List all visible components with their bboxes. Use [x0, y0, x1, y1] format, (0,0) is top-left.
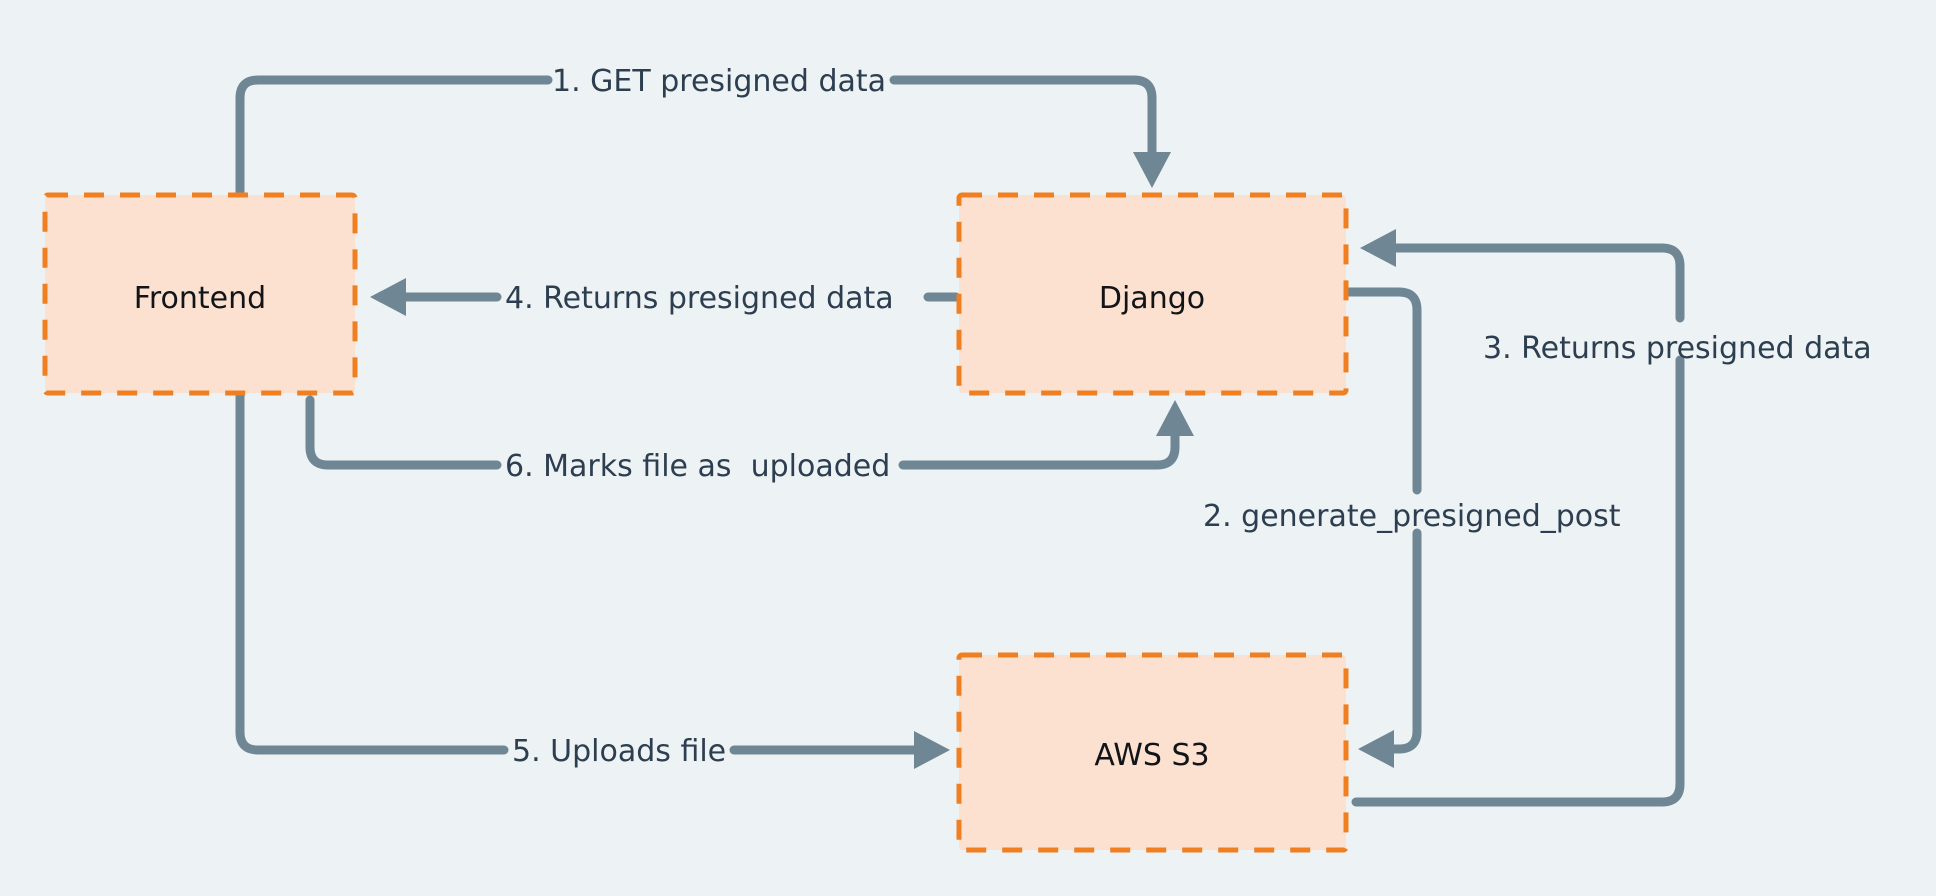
edge-2-label: 2. generate_presigned_post — [1203, 499, 1621, 534]
edge-3-segment-upper — [1385, 243, 1685, 323]
edge-3-label: 3. Returns presigned data — [1483, 331, 1872, 366]
node-frontend[interactable]: Frontend — [42, 192, 358, 396]
edge-4-label: 4. Returns presigned data — [505, 281, 894, 316]
node-frontend-box[interactable] — [42, 192, 358, 396]
edge-1-arrowhead — [1133, 152, 1171, 188]
node-aws-s3-label: AWS S3 — [1094, 738, 1209, 773]
node-frontend-label: Frontend — [134, 281, 266, 316]
node-django-label: Django — [1099, 281, 1205, 316]
edge-6-segment-left — [305, 395, 502, 470]
edge-3-arrowhead — [1360, 229, 1396, 267]
edge-2-segment-lower — [1383, 528, 1422, 754]
edge-6-arrowhead — [1156, 400, 1194, 436]
node-aws-s3-box[interactable] — [956, 652, 1349, 853]
edge-2-segment-upper — [1341, 287, 1422, 495]
node-aws-s3[interactable]: AWS S3 — [956, 652, 1349, 853]
edge-5-segment-left — [235, 391, 509, 755]
edge-1-label: 1. GET presigned data — [552, 64, 886, 99]
edge-6-marks-file-as-uploaded — [305, 395, 1194, 470]
edge-5-uploads-file — [235, 391, 950, 769]
edge-2-generate-presigned-post — [1341, 287, 1422, 768]
edge-6-segment-right — [898, 425, 1180, 470]
edge-3-returns-presigned-data — [1351, 229, 1685, 807]
edge-5-arrowhead — [914, 731, 950, 769]
edge-1-segment-left — [235, 75, 553, 197]
edge-6-label: 6. Marks file as uploaded — [505, 449, 890, 484]
edge-4-arrowhead — [370, 278, 406, 316]
edge-1-segment-right — [889, 75, 1157, 163]
edge-4-returns-presigned-data — [370, 278, 961, 316]
node-django-box[interactable] — [956, 192, 1349, 396]
edge-2-arrowhead — [1358, 730, 1394, 768]
edge-3-segment-lower — [1351, 355, 1685, 807]
node-django[interactable]: Django — [956, 192, 1349, 396]
edge-5-label: 5. Uploads file — [512, 734, 726, 769]
edge-1-get-presigned-data — [235, 75, 1171, 197]
